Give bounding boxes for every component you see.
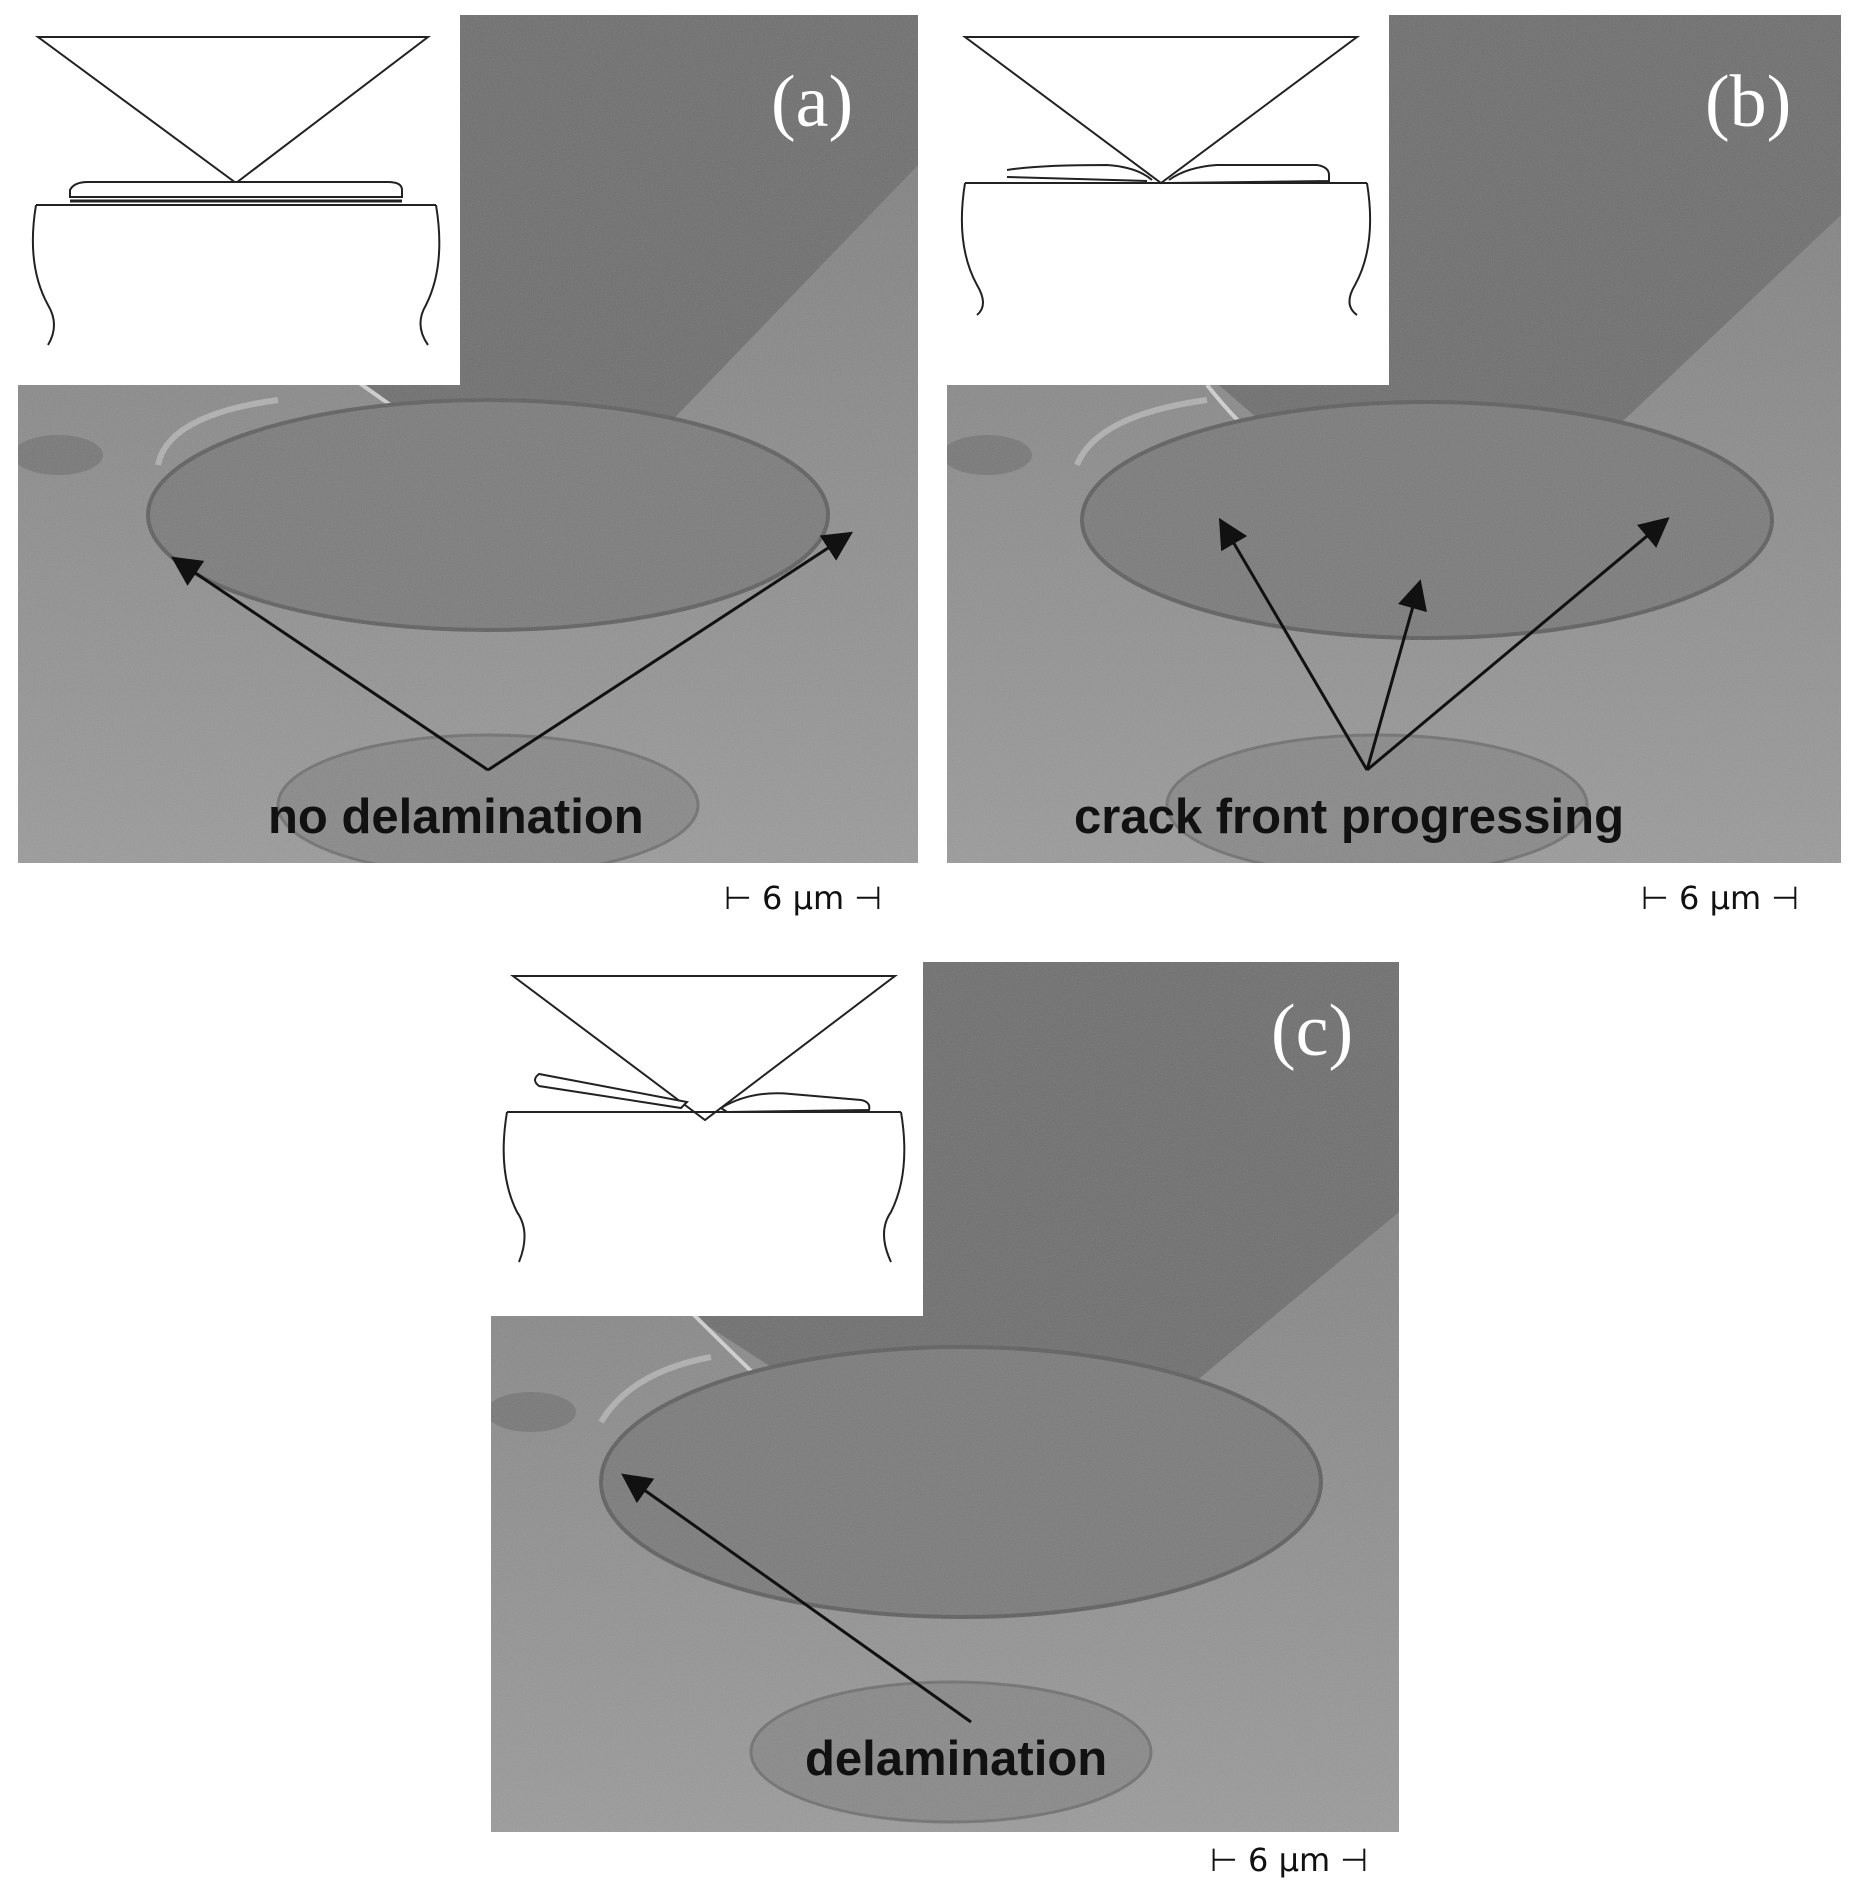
schematic-inset-b [947, 15, 1389, 385]
scale-bar-left-tick: ⊢ [1641, 879, 1669, 917]
scale-bar-label-b: 6 µm [1679, 879, 1762, 917]
scale-bar-label-c: 6 µm [1248, 1841, 1331, 1879]
annotation-c: delamination [805, 1732, 1108, 1786]
scale-bar-right-tick: ⊣ [1340, 1841, 1369, 1879]
indenter-schematic-a [31, 36, 441, 346]
indenter-schematic-b [960, 36, 1372, 316]
scale-bar-c: ⊢ 6 µm ⊣ [1210, 1844, 1368, 1876]
annotation-b: crack front progressing [1074, 790, 1625, 844]
panel-label-b: (b) [1705, 61, 1792, 143]
indenter-schematic-c [502, 975, 906, 1263]
sem-panel-a: (a) no delamination [18, 15, 918, 863]
sem-panel-c: (c) delamination [491, 962, 1399, 1832]
scale-bar-label-a: 6 µm [762, 879, 845, 917]
panel-label-c: (c) [1271, 990, 1354, 1072]
schematic-inset-c [491, 962, 923, 1316]
schematic-inset-a [18, 15, 460, 385]
scale-bar-left-tick: ⊢ [1210, 1841, 1238, 1879]
scale-bar-a: ⊢ 6 µm ⊣ [724, 882, 882, 914]
scale-bar-left-tick: ⊢ [724, 879, 752, 917]
scale-bar-right-tick: ⊣ [854, 879, 883, 917]
scale-bar-right-tick: ⊣ [1771, 879, 1800, 917]
annotation-a: no delamination [268, 790, 644, 844]
sem-panel-b: (b) crack front progressing [947, 15, 1841, 863]
scale-bar-b: ⊢ 6 µm ⊣ [1641, 882, 1799, 914]
panel-label-a: (a) [771, 61, 854, 143]
